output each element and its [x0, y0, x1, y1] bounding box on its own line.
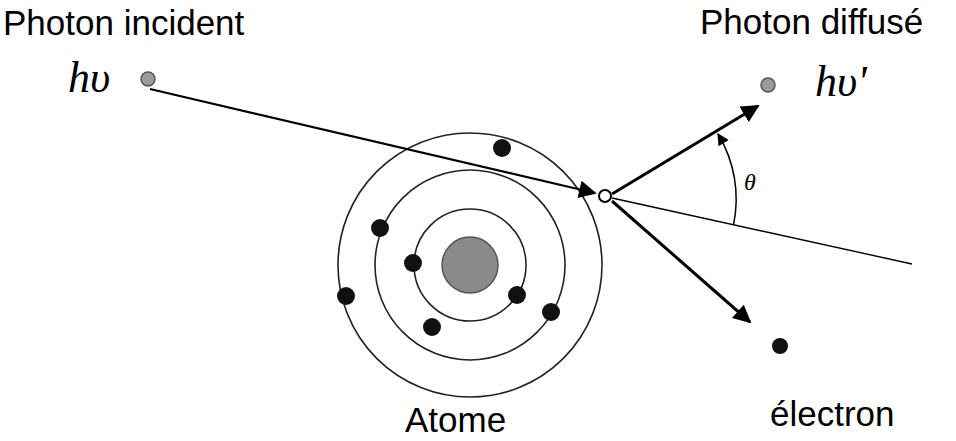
- atom-label: Atome: [405, 402, 506, 437]
- energy-label: hυ: [68, 56, 110, 100]
- reference-line: [612, 198, 912, 264]
- scattered-photon: [761, 78, 775, 92]
- nucleus: [442, 237, 498, 293]
- bound-electrons: [337, 139, 560, 336]
- incident-photon: [141, 72, 155, 86]
- incident-path: [150, 89, 595, 193]
- photon-label: Photon incident: [3, 5, 244, 40]
- electron-path: [612, 201, 750, 322]
- target-electron: [599, 190, 611, 202]
- orbit-outer: [338, 133, 602, 397]
- particle-label: électron: [770, 396, 895, 431]
- energy-label: hυ': [815, 60, 867, 104]
- recoil-electron: [772, 338, 788, 354]
- angle-arc: [718, 134, 736, 224]
- angle-label: θ: [744, 170, 756, 194]
- orbit-inner: [414, 209, 526, 321]
- photon-label: Photon diffusé: [700, 4, 923, 39]
- orbit-middle: [375, 170, 565, 360]
- scattered-photon-path: [612, 106, 758, 194]
